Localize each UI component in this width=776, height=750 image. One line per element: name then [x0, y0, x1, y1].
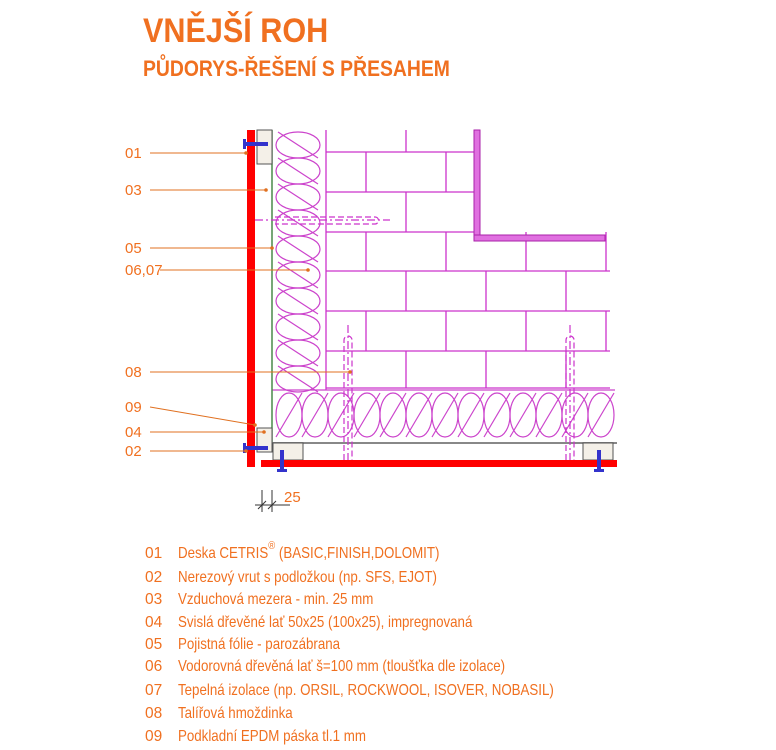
screw-icon	[280, 450, 284, 470]
legend-number: 07	[145, 682, 162, 699]
anchor-horizontal	[275, 216, 380, 225]
legend-number: 08	[145, 705, 162, 722]
legend-text-main: Podkladní EPDM páska tl.1 mm	[178, 728, 366, 745]
legend-text: Pojistná fólie - parozábrana	[178, 636, 341, 653]
legend-number: 01	[145, 545, 162, 562]
legend-text-main: Tepelná izolace (np. ORSIL, ROCKWOOL, IS…	[178, 682, 554, 699]
legend-text-main: Talířová hmoždinka	[178, 705, 294, 722]
legend-number: 05	[145, 636, 162, 653]
dimension-25	[255, 490, 290, 512]
callout-04: 04	[125, 424, 142, 441]
callout-08: 08	[125, 364, 142, 381]
legend: 01 Deska CETRIS® (BASIC,FINISH,DOLOMIT) 02…	[145, 540, 554, 745]
callout-03: 03	[125, 182, 142, 199]
callout-labels: 01 03 05 06,07 08 09 04 02	[125, 145, 352, 460]
legend-text: Talířová hmoždinka	[178, 705, 294, 722]
inner-corner-plaster-horizontal	[473, 234, 606, 242]
masonry-wall	[325, 130, 610, 390]
legend-number: 03	[145, 591, 162, 608]
drawing-subtitle: PŮDORYS-ŘEŠENÍ S PŘESAHEM	[143, 54, 450, 82]
legend-text: Vzduchová mezera - min. 25 mm	[178, 591, 373, 608]
screw-icon	[597, 450, 601, 470]
callout-06-07: 06,07	[125, 262, 163, 279]
legend-text: Vodorovná dřevěná lať š=100 mm (tloušťka…	[178, 658, 505, 675]
batten-top	[256, 129, 273, 165]
cetris-board-vertical	[247, 130, 255, 467]
batten-bottom-left	[272, 442, 304, 461]
legend-text-main: Svislá dřevěné lať 50x25 (100x25), impre…	[178, 614, 473, 631]
legend-text-main: Nerezový vrut s podložkou (np. SFS, EJOT…	[178, 569, 437, 586]
registered-mark: ®	[268, 540, 275, 552]
legend-text-main: Vodorovná dřevěná lať š=100 mm (tloušťka…	[178, 658, 505, 675]
screws	[243, 139, 604, 472]
screw-icon	[244, 446, 268, 450]
callout-01: 01	[125, 145, 142, 162]
legend-text: Nerezový vrut s podložkou (np. SFS, EJOT…	[178, 569, 437, 586]
legend-number: 06	[145, 658, 162, 675]
leader-line	[149, 406, 256, 426]
inner-corner-plaster-vertical	[473, 129, 481, 241]
legend-text-main: Vzduchová mezera - min. 25 mm	[178, 591, 373, 608]
legend-text-main: Pojistná fólie - parozábrana	[178, 636, 341, 653]
cetris-board-horizontal	[261, 460, 617, 467]
legend-text-main: Deska CETRIS	[178, 545, 268, 562]
dimension-value: 25	[284, 489, 301, 506]
legend-text-rest: (BASIC,FINISH,DOLOMIT)	[275, 545, 439, 562]
screw-icon	[244, 142, 268, 146]
legend-text: Svislá dřevěné lať 50x25 (100x25), impre…	[178, 614, 473, 631]
thermal-insulation	[272, 131, 615, 438]
callout-05: 05	[125, 240, 142, 257]
legend-number: 04	[145, 614, 163, 631]
legend-text: Deska CETRIS® (BASIC,FINISH,DOLOMIT)	[178, 540, 439, 562]
callout-09: 09	[125, 399, 142, 416]
plate-anchors	[255, 216, 575, 468]
legend-text: Tepelná izolace (np. ORSIL, ROCKWOOL, IS…	[178, 682, 554, 699]
legend-number: 02	[145, 569, 162, 586]
legend-number: 09	[145, 728, 162, 745]
legend-text: Podkladní EPDM páska tl.1 mm	[178, 728, 366, 745]
drawing-title: VNĚJŠÍ ROH	[143, 9, 328, 49]
callout-02: 02	[125, 443, 142, 460]
